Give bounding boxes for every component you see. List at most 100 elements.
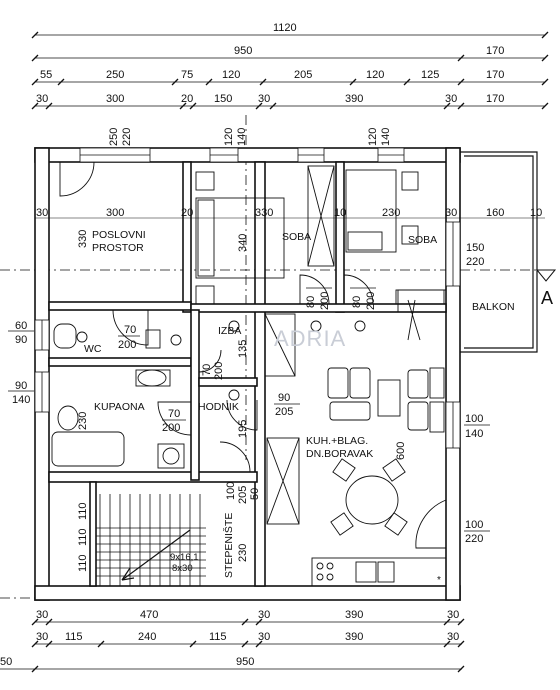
room-poslovni-line2: PROSTOR — [92, 242, 144, 254]
door-wc-h: 200 — [118, 339, 136, 351]
dim-250: 250 — [106, 69, 124, 81]
windows — [34, 147, 461, 449]
vdim-230b: 230 — [237, 544, 249, 562]
dim-55: 55 — [40, 69, 52, 81]
door-izba-w: 70 — [201, 364, 213, 376]
door-kupaona — [157, 401, 192, 436]
win-left1-w: 60 — [15, 320, 27, 332]
room-izba: IZBA — [218, 325, 241, 337]
dim-950: 950 — [234, 45, 252, 57]
kitchen-counter — [311, 557, 447, 587]
idim-10a: 10 — [334, 207, 346, 219]
stair-spec-1: 9x16,1 — [170, 552, 199, 563]
wardrobe-hodnik — [266, 437, 300, 525]
room-balkon: BALKON — [472, 301, 515, 313]
door-hodnik — [226, 399, 258, 431]
win-left1-h: 90 — [15, 334, 27, 346]
section-marker-a: A — [535, 269, 557, 308]
door-soba1 — [299, 274, 330, 305]
dim-c30b: 30 — [258, 631, 270, 643]
bottom-dimension-ticks — [31, 618, 465, 673]
vdim-195: 195 — [237, 420, 249, 438]
dim-d50: 50 — [0, 656, 12, 668]
watermark-logo: ADRIA — [274, 326, 346, 351]
idim-330: 330 — [255, 207, 273, 219]
balcony — [460, 151, 538, 353]
room-wc: WC — [84, 343, 102, 355]
dim-20: 20 — [181, 93, 193, 105]
door-soba2-h: 200 — [365, 292, 377, 310]
door-kup-w: 70 — [168, 408, 180, 420]
armchair-2 — [407, 401, 429, 431]
door-hod-w: 90 — [278, 392, 290, 404]
idim-230: 230 — [382, 207, 400, 219]
top-dimensions — [35, 34, 545, 107]
dim-c30a: 30 — [36, 631, 48, 643]
top-dimension-ticks — [31, 31, 549, 110]
room-kuh-line1: KUH.+BLAG. — [306, 435, 368, 447]
vertical-dimensions: 250 220 120 140 120 140 330 340 135 230 … — [77, 128, 407, 572]
toilet-wc — [53, 323, 77, 349]
room-poslovni-line1: POSLOVNI — [92, 229, 146, 241]
wardrobe-soba1 — [307, 165, 335, 267]
idim-30a: 30 — [36, 207, 48, 219]
dim-120b: 120 — [366, 69, 384, 81]
opening-texts: 60 90 90 140 70 200 80 200 80 200 70 200… — [12, 292, 483, 545]
bottom-dimension-labels: 30 470 30 390 30 30 115 240 115 30 390 3… — [0, 609, 459, 668]
room-soba-2: SOBA — [408, 234, 437, 246]
vdim-330: 330 — [77, 230, 89, 248]
dim-c390: 390 — [345, 631, 363, 643]
dim-300: 300 — [106, 93, 124, 105]
door-stair — [219, 441, 251, 473]
room-kupaona: KUPAONA — [94, 401, 145, 413]
room-stepeniste: STEPENIŠTE — [222, 513, 235, 578]
vdim-340: 340 — [237, 234, 249, 252]
section-lines — [0, 115, 548, 599]
vdim-110a: 110 — [77, 502, 89, 520]
bed-soba1 — [195, 197, 285, 279]
top-dimension-labels: 1120 950 170 55 250 75 120 205 120 125 1… — [36, 22, 504, 105]
dim-b390: 390 — [345, 609, 363, 621]
dim-170: 170 — [486, 45, 504, 57]
dim-150: 150 — [214, 93, 232, 105]
door-kup-h: 200 — [162, 422, 180, 434]
dim-b30c: 30 — [447, 609, 459, 621]
sofa-1 — [327, 367, 349, 399]
door-entry-w: 100 — [465, 519, 483, 531]
bathtub — [51, 431, 125, 467]
door-hod-h: 205 — [275, 406, 293, 418]
dim-c115a: 115 — [65, 631, 83, 643]
dim-1120: 1120 — [273, 22, 297, 34]
bottom-dimensions — [0, 621, 462, 670]
win-left2-w: 90 — [15, 380, 27, 392]
win-right-w: 100 — [465, 413, 483, 425]
vdim-120b: 120 — [367, 128, 379, 146]
inner-dimensions: 30 300 20 330 10 230 30 160 10 150 220 — [35, 207, 545, 268]
dim-75: 75 — [181, 69, 193, 81]
bed-soba2 — [345, 169, 397, 253]
stair-spec-2: 8x30 — [172, 563, 193, 574]
vdim-100: 100 — [225, 482, 237, 500]
dim-c240: 240 — [138, 631, 156, 643]
door-entry — [415, 499, 447, 549]
vdim-250: 250 — [108, 128, 120, 146]
furniture — [51, 165, 447, 587]
door-soba1-h: 200 — [319, 292, 331, 310]
vdim-600: 600 — [395, 442, 407, 460]
idim-30b: 30 — [445, 207, 457, 219]
room-kuh-line2: DN.BORAVAK — [306, 448, 373, 460]
dim-205: 205 — [294, 69, 312, 81]
room-soba-1: SOBA — [282, 231, 311, 243]
idim-160: 160 — [486, 207, 504, 219]
armchair-1 — [407, 369, 429, 399]
staircase — [96, 494, 206, 586]
win-left2-h: 140 — [12, 394, 30, 406]
dim-30b: 30 — [258, 93, 270, 105]
room-hodnik: HODNIK — [198, 401, 239, 413]
vdim-140b: 140 — [380, 128, 392, 146]
door-soba2 — [343, 274, 374, 305]
idim-10b: 10 — [530, 207, 542, 219]
vdim-110b: 110 — [77, 528, 89, 546]
idim-20: 20 — [181, 207, 193, 219]
